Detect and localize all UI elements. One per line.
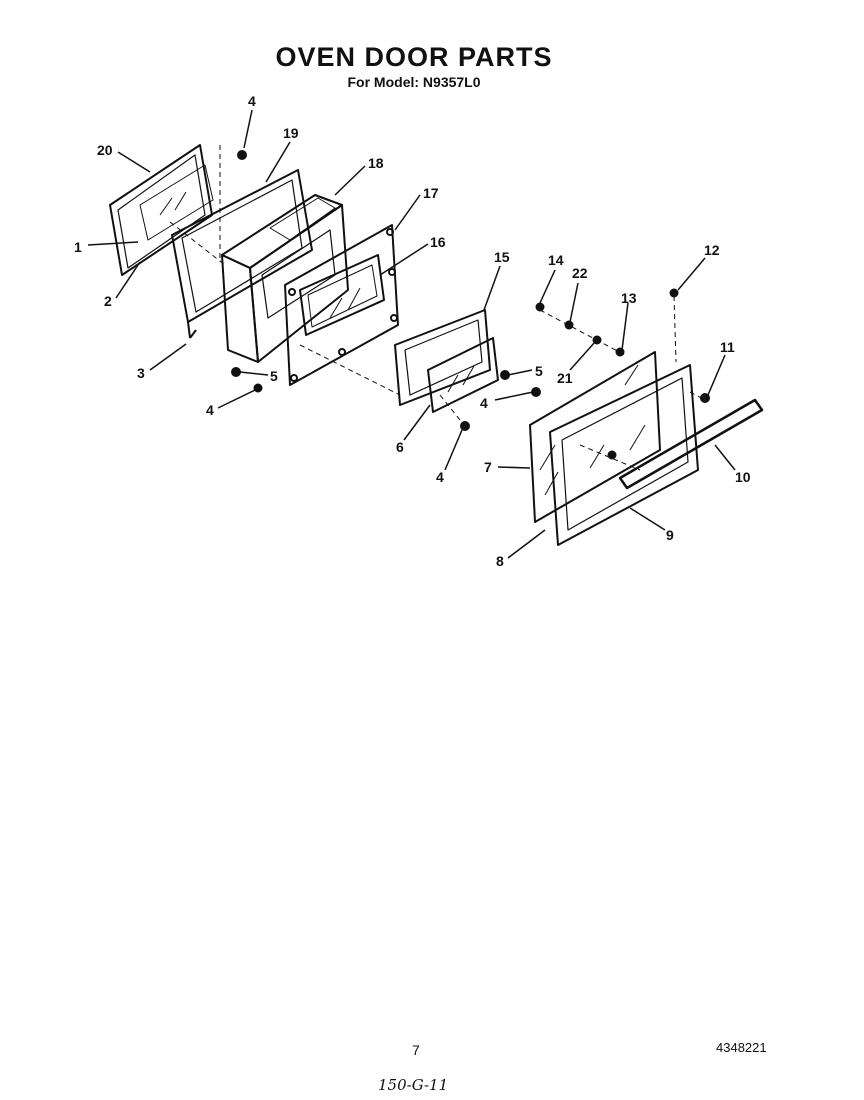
callout-11: 11: [720, 339, 735, 355]
callout-19: 19: [283, 125, 299, 141]
callout-4-top: 4: [248, 93, 256, 109]
callout-5-right: 5: [535, 363, 543, 379]
callout-9: 9: [666, 527, 674, 543]
part-10-handle: [618, 398, 764, 490]
callout-7: 7: [484, 459, 492, 475]
part-17-panel-sheet: [284, 224, 399, 386]
callout-8: 8: [496, 553, 504, 569]
part-18-insulation-box: [221, 194, 349, 363]
callout-5-left: 5: [270, 368, 278, 384]
callout-13: 13: [621, 290, 637, 306]
page-number: 7: [412, 1042, 420, 1058]
callout-21: 21: [557, 370, 573, 386]
part-16-glass: [299, 254, 385, 336]
callout-4-mid: 4: [480, 395, 488, 411]
callout-6: 6: [396, 439, 404, 455]
part-19-frame: [171, 169, 313, 339]
callout-22: 22: [572, 265, 588, 281]
callout-16: 16: [430, 234, 446, 250]
callout-18: 18: [368, 155, 384, 171]
part-6-small-glass: [427, 337, 499, 413]
handwritten-note: 150-G-11: [378, 1076, 449, 1094]
part-7-outer-glass: [529, 351, 661, 523]
callout-3: 3: [137, 365, 145, 381]
alignment-lines: [169, 145, 706, 471]
callout-15: 15: [494, 249, 510, 265]
callout-1: 1: [74, 239, 82, 255]
document-number: 4348221: [716, 1040, 767, 1055]
leader-lines: [87, 109, 736, 559]
model-subtitle: For Model: N9357L0: [347, 74, 481, 90]
part-15-window-frame: [394, 309, 491, 406]
callout-12: 12: [704, 242, 720, 258]
callout-17: 17: [423, 185, 439, 201]
callout-2: 2: [104, 293, 112, 309]
callout-20: 20: [97, 142, 113, 158]
part-8-outer-frame: [549, 364, 699, 546]
callout-4-left: 4: [206, 402, 214, 418]
callout-14: 14: [548, 252, 564, 268]
callout-labels: 20 4 19 18 17 16 1 2 3 5 4 15 14 22 12 1…: [74, 93, 751, 569]
part-20-inner-panel: [109, 144, 214, 276]
page-title: OVEN DOOR PARTS: [275, 42, 553, 72]
callout-10: 10: [735, 469, 751, 485]
callout-4-bottom: 4: [436, 469, 444, 485]
